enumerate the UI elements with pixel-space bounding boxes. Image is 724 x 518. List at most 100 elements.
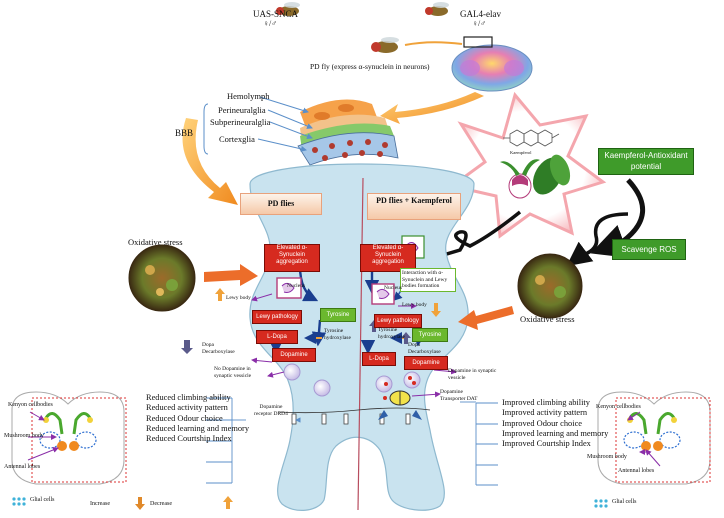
brain-right-leaders [627,411,661,467]
bbb-layer-hemolymph: Hemolymph [227,91,270,101]
brain-left-kenyon-label: Kenyon cellbodies [8,402,53,408]
kaempferol-star [448,91,607,239]
brain-right-mushroom-label: Mushroom body [587,454,627,460]
left-nucleus [276,277,302,299]
kaempferol-loop-arrow [413,210,522,269]
fly-to-brain-line [404,41,463,46]
synapse-membrane [277,407,431,414]
right-dopamine-syn-label: Dopamine in synaptic vessicle [448,368,497,381]
increase-arrow-icon [223,496,233,509]
right-dopa-increase-icon [401,332,411,344]
brain-right-antennal-label: Antennal lobes [618,468,655,474]
scavenge-loop-arrow [566,212,629,267]
right-tyr-hydroxylase-label: Tyrosine hydroxylase [378,327,405,340]
left-lewy-pathology-box: Lewy pathology [252,310,302,324]
brain-left-glial-label: Glial cells [30,497,55,503]
brain-right-kenyon-label: Kenyon cellbodies [596,404,641,410]
left-ldopa-box: L-Dopa [256,330,298,344]
left-effect-item: Reduced Odour choice [146,413,223,423]
right-effect-item: Improved Odour choice [502,418,583,428]
right-interaction-label: Interaction with α-Synuclein and Lewy bo… [400,268,456,292]
right-lewy-body-label: Lewy body [402,302,427,308]
fly-uas-icon [276,2,300,16]
left-tyrosine-box: Tyrosine [320,308,356,322]
left-nucleus-label: Nucleus [287,283,306,289]
gal4-sex-label: ♀/♂ [472,19,487,28]
right-lewy-pathology-box: Lewy pathology [374,314,422,328]
gal4-label: GAL4-elav [460,9,501,19]
decrease-arrow-icon [135,497,145,510]
fly-pd-icon [371,37,399,53]
left-tyr-hydroxylase-label: Tyrosine hydroxylase [324,328,351,341]
scavenge-box: Scavenge ROS [612,239,686,260]
right-nucleus [371,283,395,305]
bbb-glia-image [297,99,399,166]
left-stress-arrow [204,264,258,286]
left-receptor-label: Dopamine receptor DRD4 [254,404,288,417]
neuron-divider [357,177,364,511]
antioxidant-box: Kaempferol-Antioxidant potential [598,148,694,175]
bbb-leader-lines [203,96,313,155]
vesicles-right [375,371,421,400]
left-no-dopamine-label: No Dopamine in synaptic vessicle [214,366,252,379]
left-effect-item: Reduced activity pattern [146,403,228,413]
uas-label: UAS-SNCA [253,9,299,19]
right-effect-item: Improved activity pattern [502,408,588,418]
left-dopa-decarb-label: Dopa Decarboxylase [202,342,235,355]
effects-connector-left [206,397,301,484]
pd-fly-label: PD fly (express α-synuclein in neurons) [310,62,430,71]
right-effect-item: Improved climbing ability [502,398,590,407]
left-oxidative-label: Oxidative stress [128,237,183,247]
receptors [291,413,411,425]
legend-decrease-label: Decrease [150,501,172,507]
left-effects-list: Reduced climbing ability Reduced activit… [146,393,250,444]
right-oxidative-label: Oxidative stress [520,314,575,324]
left-purple-arrows [251,293,285,378]
right-elevated-box: Elevated α-Synuclein aggregation [360,244,416,272]
legend-increase-label: Increase [90,501,110,507]
bbb-layer-subperineuralglia: Subperineuralglia [210,117,271,127]
bbb-layer-cortexglia: Cortexglia [219,134,255,144]
right-nucleus-label: Nucleus [384,285,403,291]
brain-left-mushroom-label: Mushroom body [4,433,44,439]
right-effect-item: Improved learning and memory [502,428,609,438]
dat-transporter [378,390,422,420]
left-elevated-box: Elevated α-Synuclein aggregation [264,244,320,272]
left-dopamine-box: Dopamine [272,348,316,362]
right-effects-list: Improved climbing ability Improved activ… [502,398,609,449]
right-oxidative-image [517,253,583,319]
left-lewy-increase-icon [215,288,225,301]
fly-gal4-icon [425,2,449,16]
pd-kaempferol-banner: PD flies + Kaempferol [367,193,461,220]
left-effect-item: Reduced learning and memory [146,423,250,433]
left-oxidative-image [128,244,196,312]
effects-connector-right [460,401,498,486]
right-transporter-label: Dopamine Transporter DAT [440,389,478,402]
right-ldopa-box: L-Dopa [362,352,396,366]
kaempferol-label: Kaempferol [510,150,532,155]
right-dopa-decarb-label: Dopa Decarboxylase [408,342,441,355]
bbb-layer-perineuralglia: Perineuralglia [218,105,266,115]
left-effect-item: Reduced climbing ability [146,393,231,402]
bbb-label: BBB [175,128,194,138]
brain-to-bbb-arrow [380,92,484,124]
left-lewy-body-label: Lewy body [226,295,251,301]
right-effect-item: Improved Courtship Index [502,439,591,449]
right-stress-arrow [458,306,514,330]
vesicles-left [283,363,331,397]
left-curved-arrow [182,118,238,205]
right-dopamine-box: Dopamine [404,356,448,370]
left-dopa-decrease-icon [181,340,193,354]
pd-flies-banner: PD flies [240,193,322,215]
brain-left-antennal-label: Antennal lobes [4,464,41,470]
right-lewy-decrease-icon [431,303,441,317]
right-tyrosine-box: Tyrosine [412,328,448,342]
glial-dots-right [594,499,608,508]
fly-brain-image [451,36,533,92]
left-effect-item: Reduced Courtship Index [146,434,232,444]
brain-right-glial-label: Glial cells [612,499,637,505]
brain-left-leaders [27,411,59,461]
right-purple-arrows [398,303,457,398]
